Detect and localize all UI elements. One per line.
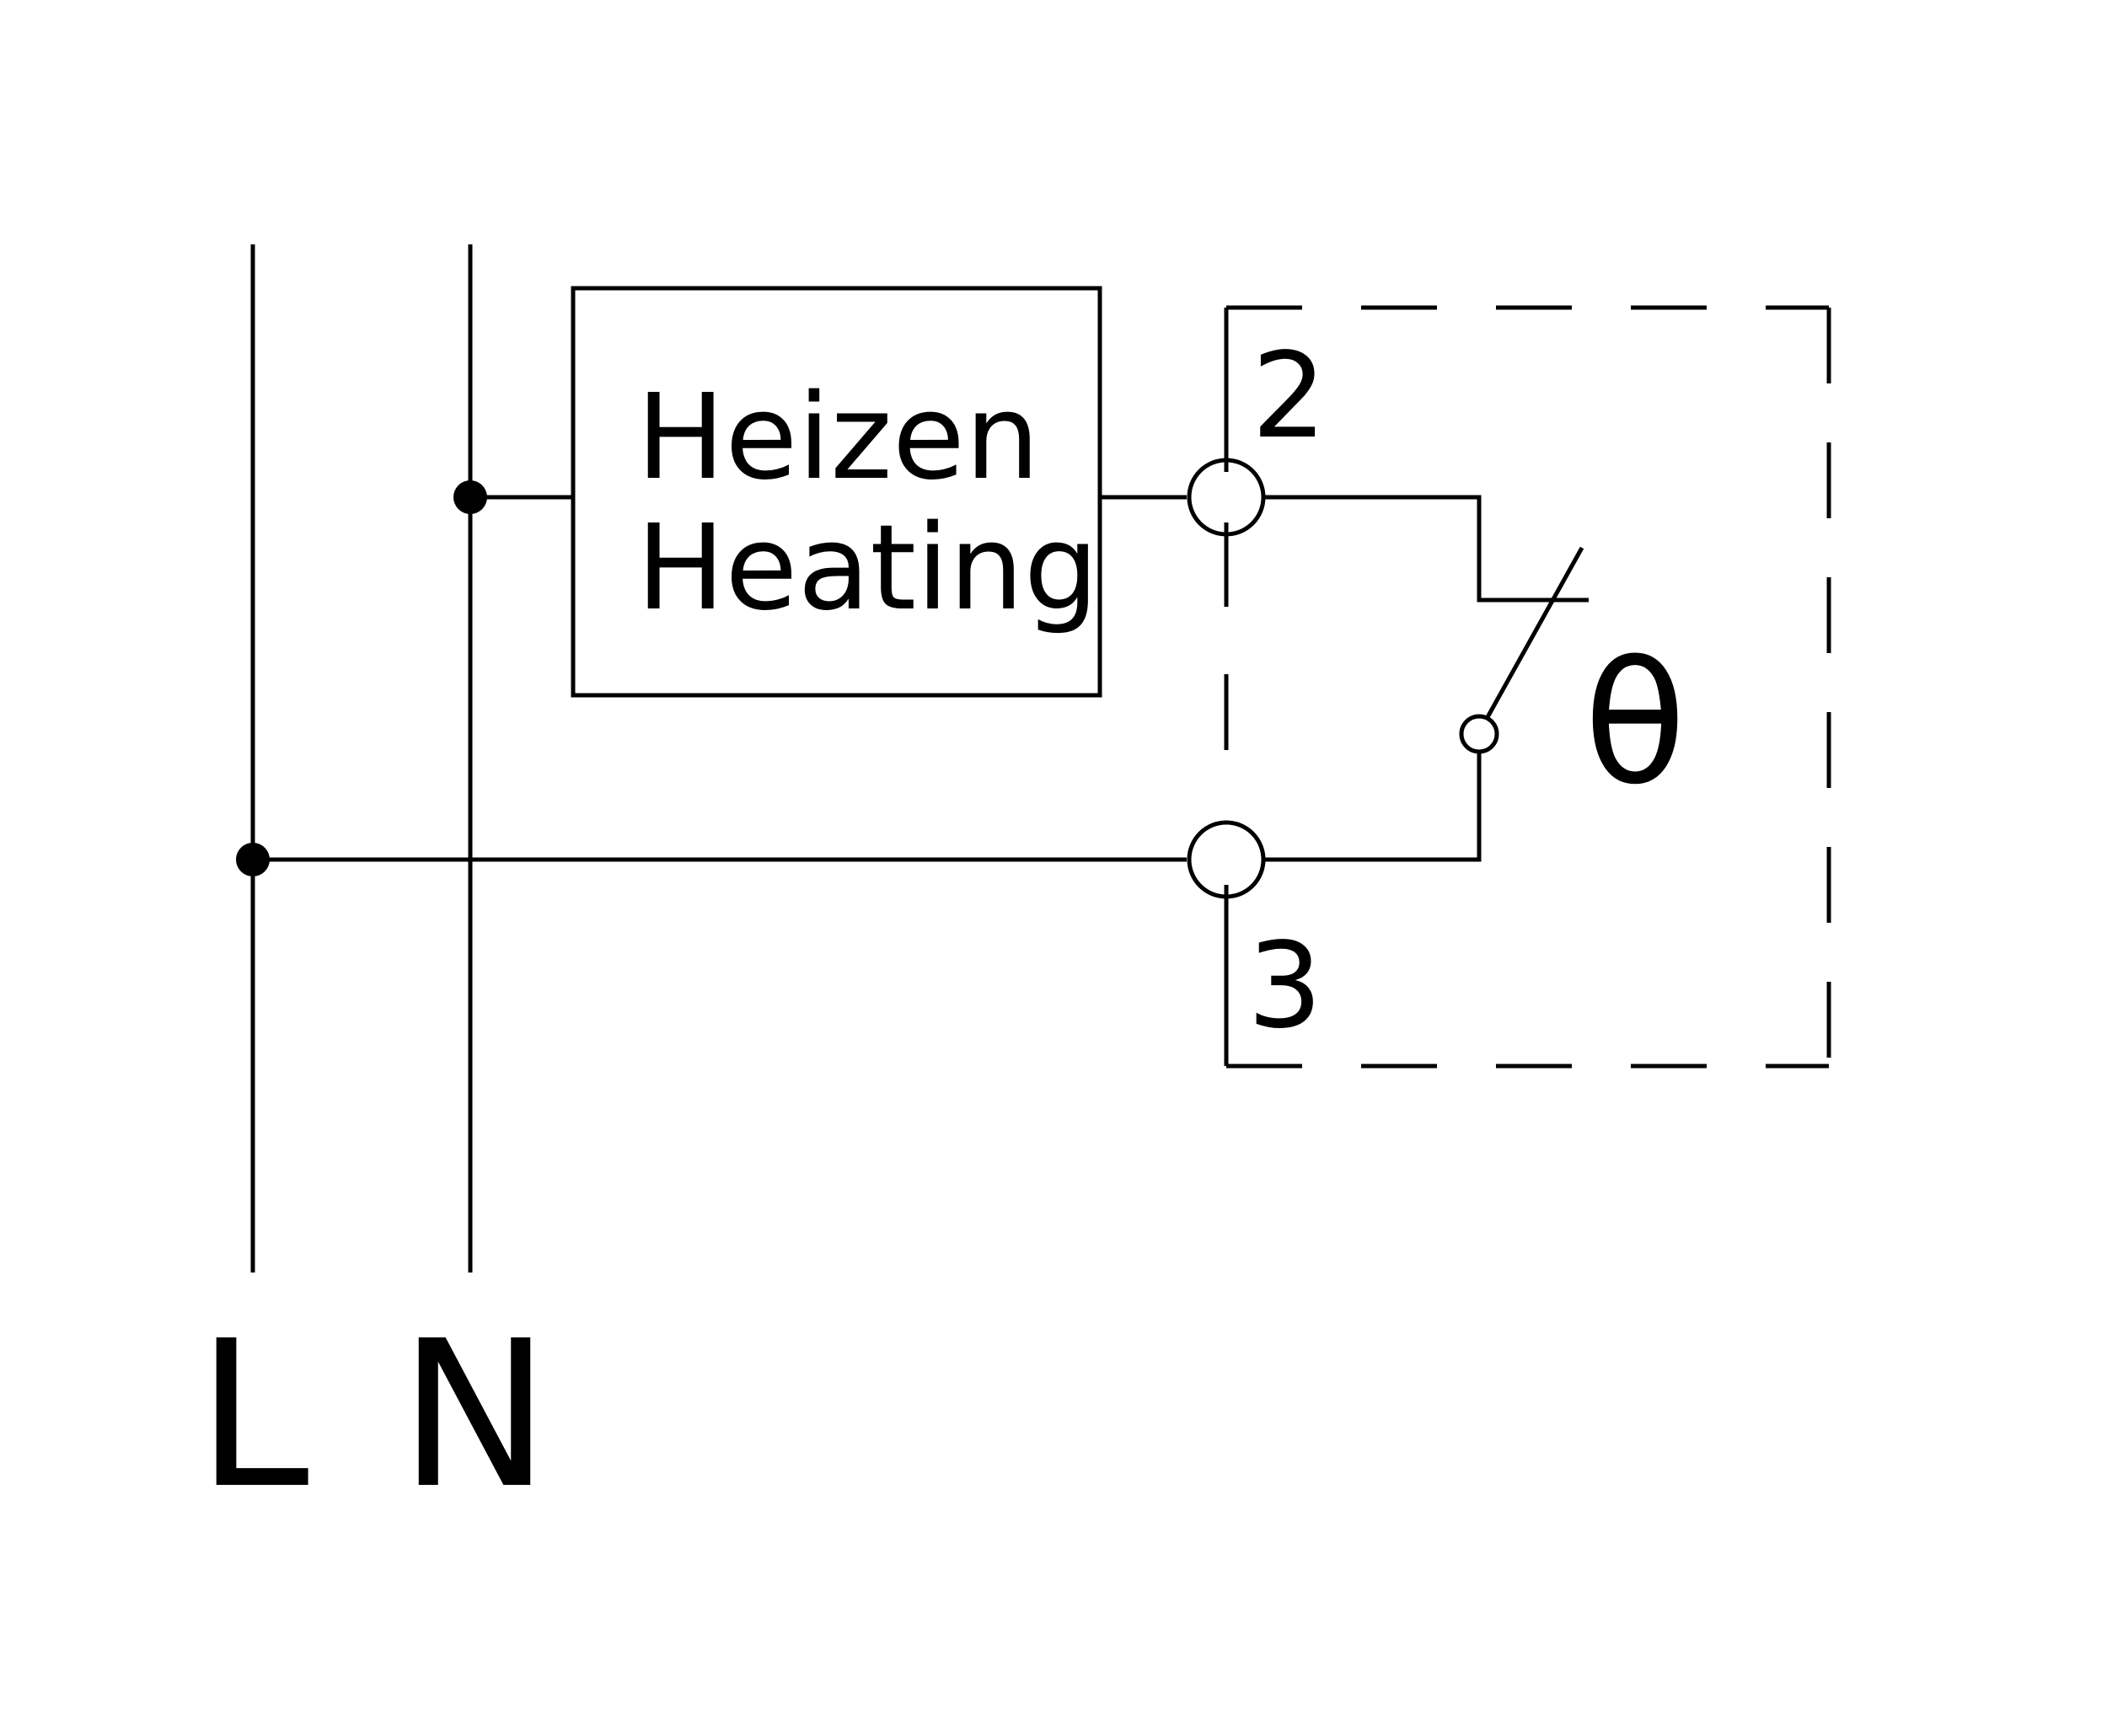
- line-rail-label: L: [196, 1297, 309, 1533]
- switch-upper-wire: [1263, 495, 1589, 603]
- neutral-rail-label: N: [399, 1297, 550, 1533]
- switch-contact: [1459, 714, 1499, 754]
- switch-lower-wire: [1263, 752, 1482, 862]
- terminal-2-label: 2: [1252, 328, 1327, 465]
- terminal-3-label: 3: [1247, 918, 1322, 1055]
- heater-label-en: Heating: [636, 500, 1099, 637]
- heater-label-de: Heizen: [636, 369, 1040, 506]
- heater-box: [571, 286, 1102, 698]
- switch-blade: [1485, 546, 1584, 719]
- thermostat-theta-icon: θ: [1584, 626, 1686, 822]
